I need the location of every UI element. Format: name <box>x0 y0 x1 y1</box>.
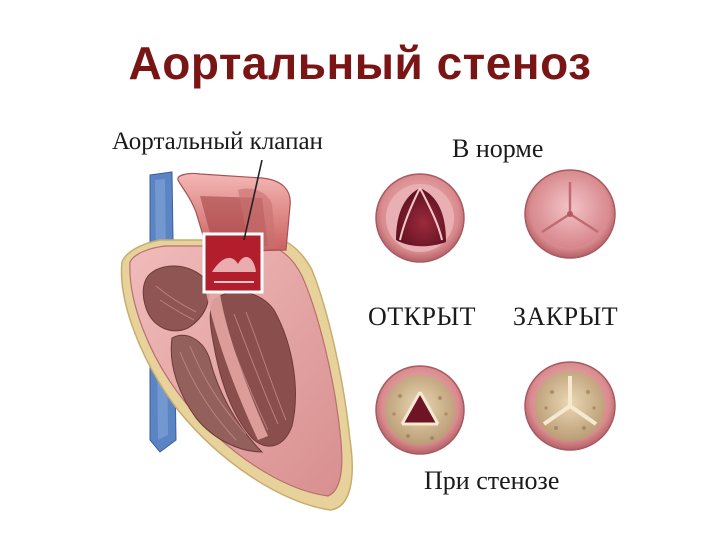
valve-pointer-line <box>243 159 263 241</box>
left-atrium <box>142 265 210 332</box>
label-stenosis: При стенозе <box>424 466 560 495</box>
label-closed: ЗАКРЫТ <box>513 302 619 331</box>
slide-title: Аортальный стеноз <box>128 37 592 89</box>
normal-open-valve <box>375 173 465 263</box>
normal-closed-valve <box>524 169 616 259</box>
muscle-striations <box>155 285 287 441</box>
right-ventricle <box>170 334 264 453</box>
label-normal: В норме <box>452 134 544 163</box>
heart-illustration <box>120 159 353 511</box>
left-ventricle <box>209 291 296 447</box>
stenosis-open-valve <box>375 365 465 455</box>
label-aortic-valve: Аортальный клапан <box>112 128 323 155</box>
stenosis-closed-valve <box>524 361 616 451</box>
label-open: ОТКРЫТ <box>368 302 477 331</box>
